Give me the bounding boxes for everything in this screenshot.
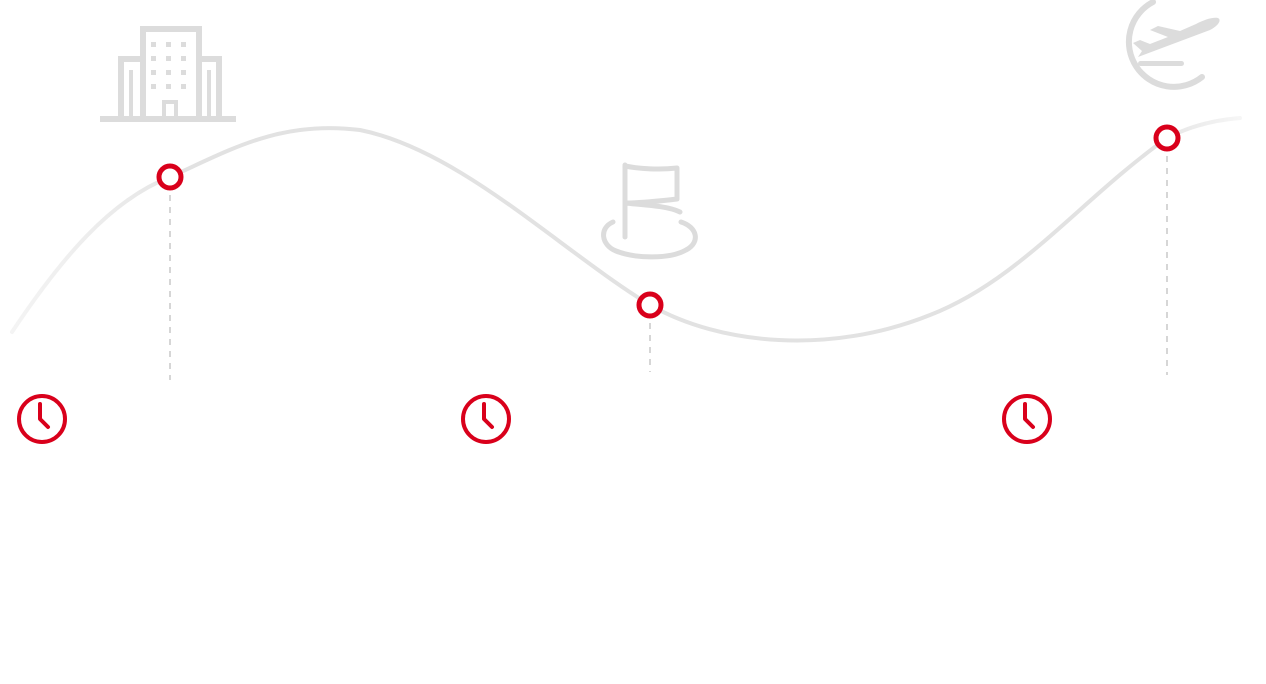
clock-icon — [1002, 394, 1052, 444]
drop-lines — [169, 156, 1168, 380]
route-path-start-segment — [10, 175, 172, 334]
waypoint-marker-1[interactable] — [156, 163, 184, 191]
route-path-main-segment — [168, 126, 1169, 343]
clock-icon — [461, 394, 511, 444]
flag-icon — [601, 162, 698, 260]
clock-icon — [17, 394, 67, 444]
waypoint-marker-2[interactable] — [636, 291, 664, 319]
waypoint-marker-3[interactable] — [1153, 124, 1181, 152]
waypoint-markers — [156, 124, 1181, 319]
airplane-takeoff-icon — [1125, 0, 1220, 90]
building-icon — [100, 26, 236, 122]
